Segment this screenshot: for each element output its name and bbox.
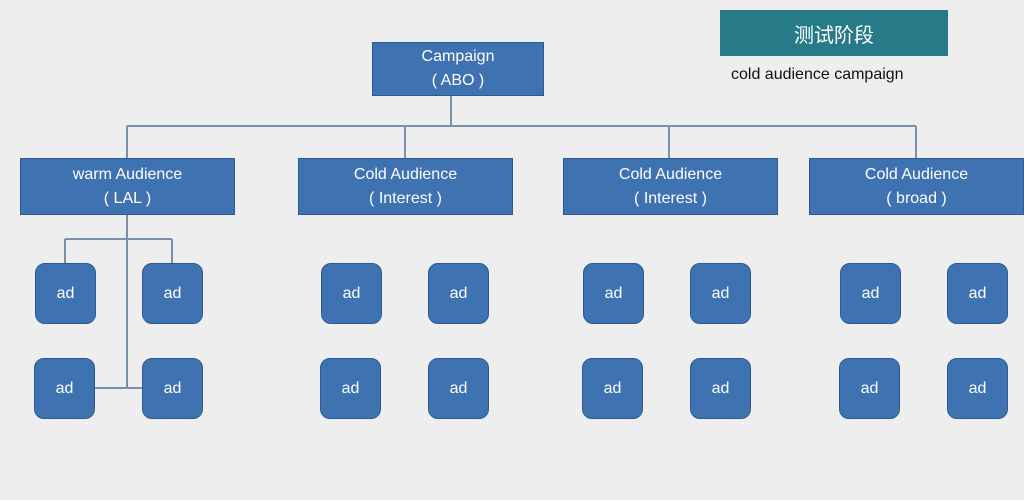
ad-label: ad [860, 379, 879, 397]
ad-node: ad [321, 263, 382, 324]
ad-node: ad [690, 263, 751, 324]
ad-label: ad [603, 379, 622, 397]
ad-label: ad [968, 284, 987, 302]
ad-node: ad [428, 358, 489, 419]
subtitle: cold audience campaign [731, 66, 904, 83]
ad-set-type: ( LAL ) [103, 189, 152, 207]
ad-node: ad [35, 263, 96, 324]
ad-set-type: ( broad ) [886, 189, 947, 207]
ad-label: ad [55, 379, 74, 397]
ad-node: ad [690, 358, 751, 419]
ad-node: ad [428, 263, 489, 324]
ad-label: ad [163, 284, 182, 302]
ad-label: ad [342, 284, 361, 302]
ad-label: ad [861, 284, 880, 302]
campaign-type: ( ABO ) [431, 72, 485, 89]
campaign-node: Campaign ( ABO ) [372, 42, 544, 96]
ad-label: ad [604, 284, 623, 302]
ad-node: ad [320, 358, 381, 419]
ad-set-title: warm Audience [72, 165, 183, 183]
ad-label: ad [968, 379, 987, 397]
ad-node: ad [583, 263, 644, 324]
ad-label: ad [163, 379, 182, 397]
ad-node: ad [582, 358, 643, 419]
ad-node: ad [839, 358, 900, 419]
ad-set-node-warm-lal: warm Audience ( LAL ) [20, 158, 235, 215]
ad-set-node-cold-broad: Cold Audience ( broad ) [809, 158, 1024, 215]
ad-set-title: Cold Audience [618, 165, 723, 183]
ad-set-type: ( Interest ) [634, 189, 707, 207]
ad-set-type: ( Interest ) [369, 189, 442, 207]
badge-label: 测试阶段 [794, 22, 874, 47]
ad-label: ad [341, 379, 360, 397]
ad-node: ad [947, 358, 1008, 419]
stage-badge: 测试阶段 [720, 10, 948, 56]
ad-label: ad [56, 284, 75, 302]
ad-label: ad [711, 284, 730, 302]
ad-set-title: Cold Audience [864, 165, 969, 183]
ad-label: ad [711, 379, 730, 397]
ad-label: ad [449, 379, 468, 397]
ad-node: ad [142, 358, 203, 419]
campaign-title: Campaign [421, 48, 495, 65]
ad-label: ad [449, 284, 468, 302]
ad-set-node-cold-interest-1: Cold Audience ( Interest ) [298, 158, 513, 215]
ad-set-node-cold-interest-2: Cold Audience ( Interest ) [563, 158, 778, 215]
ad-node: ad [840, 263, 901, 324]
ad-node: ad [142, 263, 203, 324]
ad-set-title: Cold Audience [353, 165, 458, 183]
ad-node: ad [34, 358, 95, 419]
ad-node: ad [947, 263, 1008, 324]
